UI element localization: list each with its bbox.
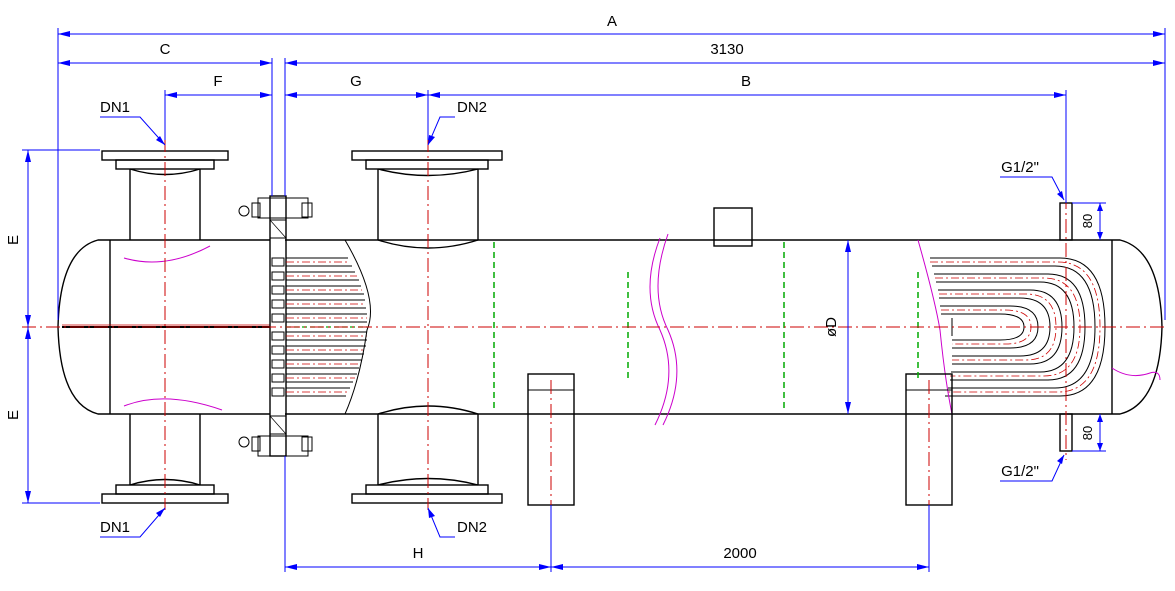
nozzle-dn1-top-label: DN1: [100, 99, 130, 116]
dim-vent-height-upper: 80: [1080, 214, 1095, 228]
nozzle-dn2-bottom: [351, 405, 503, 504]
nozzle-dn1-bottom-label: DN1: [100, 519, 130, 536]
dim-H-label: H: [413, 545, 424, 562]
dim-C-label: C: [160, 41, 171, 58]
nozzle-dn2-top: [351, 150, 503, 249]
dim-G-label: G: [350, 73, 362, 90]
nozzle-dn2-top-label: DN2: [457, 99, 487, 116]
tubesheet-holes: [271, 257, 285, 397]
tube-bundle-left: [286, 239, 371, 415]
dim-B-label: B: [741, 73, 751, 90]
dim-2000-value: 2000: [723, 545, 756, 562]
centerlines: [22, 138, 1168, 510]
dimension-lines: [22, 28, 1166, 572]
instrument-box: [713, 207, 753, 247]
nozzle-dn2-bottom-label: DN2: [457, 519, 487, 536]
dim-E-lower-label: E: [5, 410, 22, 420]
dim-E-upper-label: E: [5, 235, 22, 245]
dim-3130-value: 3130: [710, 41, 743, 58]
drain-thread-label: G1/2": [1001, 463, 1039, 480]
dim-F-label: F: [213, 73, 222, 90]
dim-diameter-label: øD: [823, 317, 840, 337]
leaders: [100, 116, 1065, 538]
dim-A-label: A: [607, 13, 617, 30]
break-lines: [649, 233, 1161, 426]
dim-vent-height-lower: 80: [1080, 426, 1095, 440]
vent-thread-label: G1/2": [1001, 159, 1039, 176]
tubesheet-flange: [238, 195, 313, 457]
